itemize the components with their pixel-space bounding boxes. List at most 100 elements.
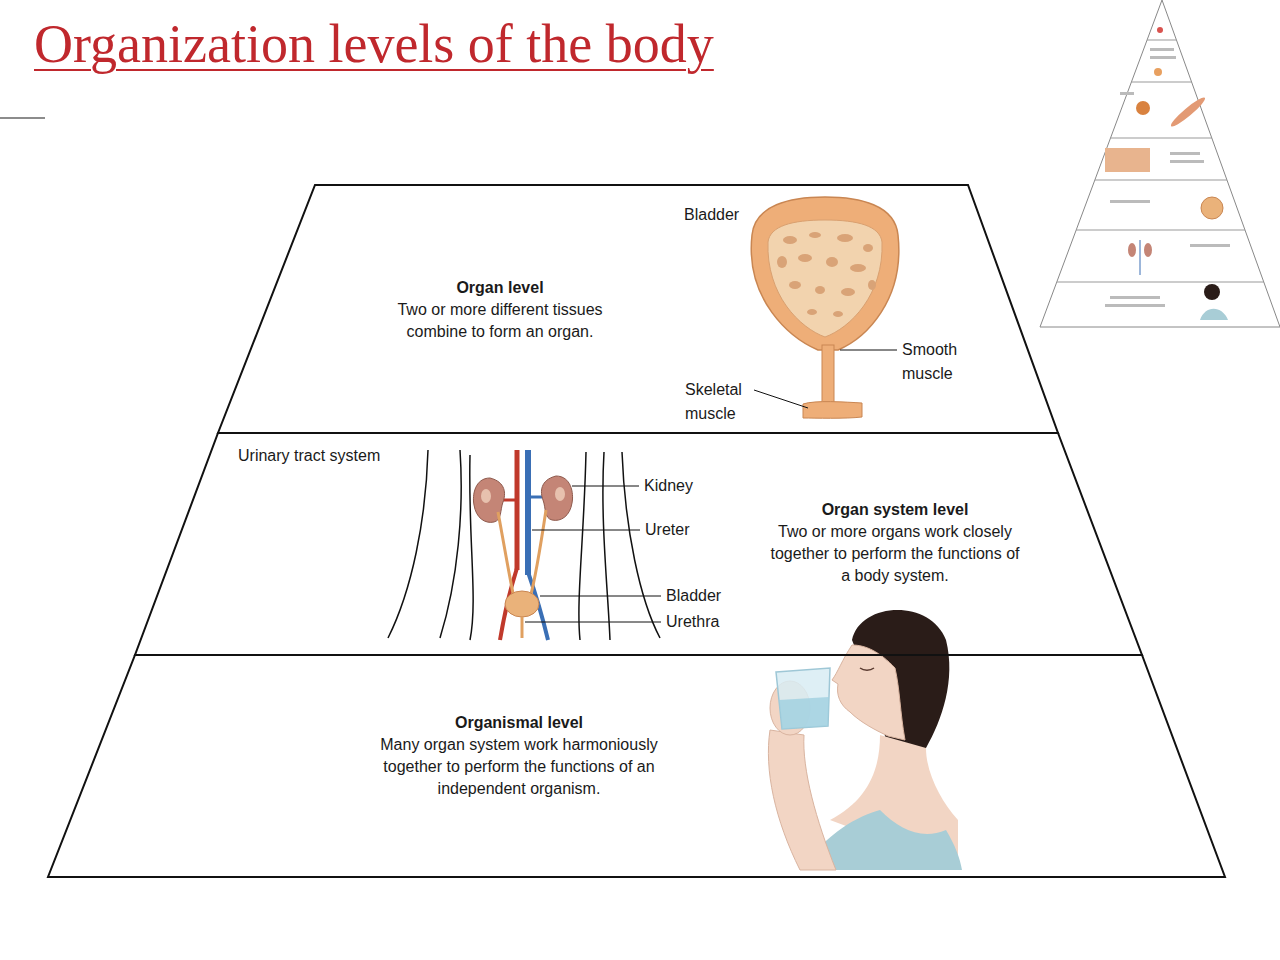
trapezoid-band [135,433,1142,655]
thumbnail-atom [1157,27,1163,33]
part-label: Bladder [666,584,721,608]
system-label: Urinary tract system [238,444,380,468]
skeletal-muscle-sphincter [803,402,862,419]
rugae-spot [841,288,855,296]
bladder-lining [768,220,882,337]
thumbnail-divider [1057,282,1264,283]
thumbnail-cell [1136,101,1150,115]
rugae-spot [798,254,812,262]
level-band: Organ levelTwo or more different tissues… [218,185,1058,433]
level-heading: Organ system level [822,499,969,521]
water [779,697,829,729]
part-label: Smooth muscle [902,338,974,386]
urethra-tube [822,345,834,407]
thumbnail-kidney [1144,243,1152,257]
thumbnail-tissue [1105,148,1150,172]
body-outline [388,450,660,640]
level-band: Organ system levelTwo or more organs wor… [135,433,1142,655]
closed-eye [860,668,874,670]
thumbnail-text-bar [1105,304,1165,307]
thumbnail-divider [1076,230,1245,231]
level-text: Organ levelTwo or more different tissues… [375,277,625,343]
glass [776,668,830,729]
thumbnail-text-bar [1110,296,1160,299]
thumbnail-person-head [1204,284,1220,300]
leader-line [572,486,639,487]
bladder-rugae [777,232,876,317]
aorta [515,450,520,570]
thumbnail-divider [1095,180,1227,181]
thumbnail-outline [1040,0,1280,327]
level-description: Two or more organs work closely together… [764,521,1026,587]
urethra-small [521,617,524,638]
thumbnail-pyramid [1040,0,1280,327]
ureter-left [498,512,514,598]
thumbnail-divider [1147,40,1176,41]
leader-line [525,622,661,623]
rugae-spot [833,311,843,317]
thumbnail-text-bar [1120,92,1134,95]
urinary-system-illustration [388,450,661,640]
leader-line [840,350,897,351]
thumbnail-divider [1131,82,1192,83]
rugae-spot [837,234,853,242]
rugae-spot [783,236,797,244]
rugae-spot [807,309,817,315]
trapezoid-band [218,185,1058,433]
level-text: Organ system levelTwo or more organs wor… [764,499,1026,587]
thumbnail-kidney [1128,243,1136,257]
level-text: Organismal levelMany organ system work h… [354,712,684,800]
thumbnail-text-bar [1150,48,1174,51]
part-label: Urethra [666,610,719,634]
person-illustration [768,610,962,870]
level-band: Organismal levelMany organ system work h… [48,655,1225,877]
leader-lines [525,486,661,622]
rugae-spot [789,281,801,289]
rugae-spot [850,264,866,272]
part-label: Ureter [645,518,689,542]
bladder-wall [751,197,899,350]
thumbnail-vessel [1140,240,1141,275]
level-heading: Organismal level [455,712,583,734]
page-title: Organization levels of the body [34,8,714,80]
kidney-inner [481,489,491,503]
rugae-spot [863,244,873,252]
arm [768,730,836,870]
body-outline-line [579,452,586,640]
thumbnail-text-bar [1190,244,1230,247]
level-description: Many organ system work harmoniously toge… [354,734,684,800]
thumbnail-muscle-cell [1169,95,1208,129]
leader-line [532,530,640,531]
body-outline-line [603,452,610,640]
bladder-small [505,591,539,617]
rugae-spot [868,280,876,290]
part-label: Kidney [644,474,693,498]
thumbnail-bladder [1201,197,1223,219]
leader-line [754,390,808,408]
rugae-spot [777,256,787,268]
rugae-spot [815,286,825,294]
ureter-right [530,510,546,598]
rugae-spot [826,257,838,267]
thumbnail-molecule [1154,68,1162,76]
band-outline [135,433,1142,655]
bladder-illustration [751,197,899,418]
thumbnail-text-bar [1150,56,1176,59]
trapezoid-band [48,655,1225,877]
rugae-spot [809,232,821,238]
level-description: Two or more different tissues combine to… [375,299,625,343]
vena-cava [525,450,531,575]
kidney-inner [555,487,565,501]
part-label: Bladder [684,203,739,227]
rule-line [0,117,45,119]
face [832,645,905,740]
band-outline [218,185,1058,433]
thumbnail-text-bar [1170,152,1200,155]
leader-line [540,596,661,597]
part-label: Skeletal muscle [685,378,755,426]
body-outline-line [470,455,473,640]
thumbnail-text-bar [1110,200,1150,203]
level-heading: Organ level [456,277,543,299]
body-outline-line [440,450,461,638]
